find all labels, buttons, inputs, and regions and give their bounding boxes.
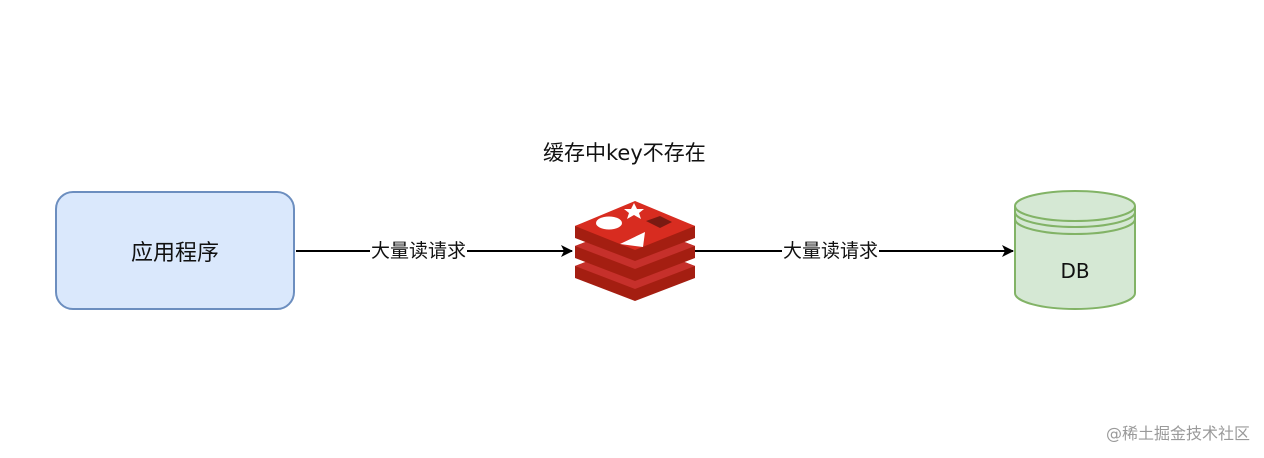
watermark: @稀土掘金技术社区: [1105, 424, 1250, 443]
edge-label-cache-to-db: 大量读请求: [782, 239, 880, 263]
cache-caption: 缓存中key不存在: [543, 141, 706, 165]
edge-label-app-to-cache: 大量读请求: [370, 239, 468, 263]
database-cylinder: [1014, 190, 1136, 310]
application-node: 应用程序: [55, 191, 295, 310]
database-label: DB: [1060, 259, 1090, 283]
application-label: 应用程序: [130, 240, 219, 266]
redis-icon: [575, 201, 695, 301]
